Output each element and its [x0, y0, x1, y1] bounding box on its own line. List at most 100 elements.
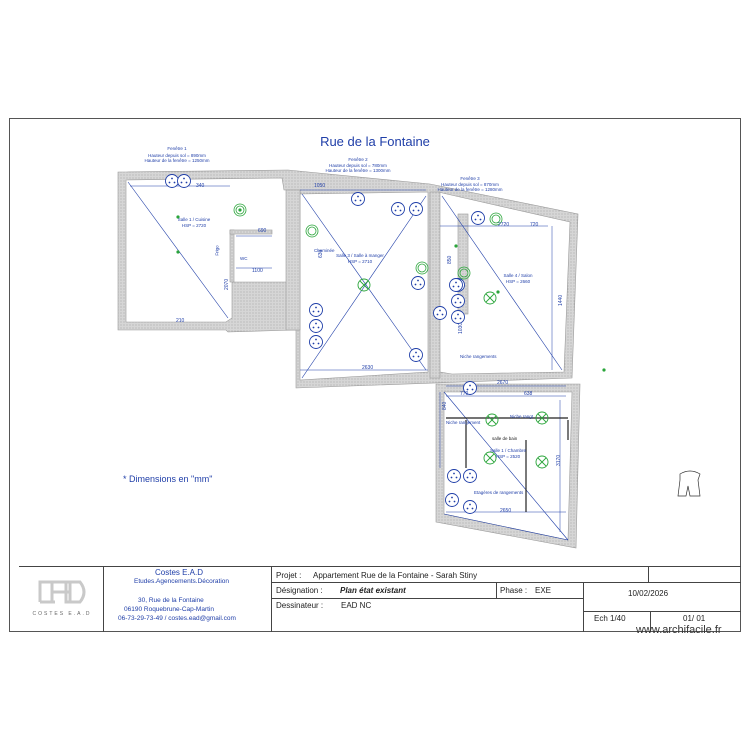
partition-wc: [229, 229, 235, 283]
light-fixture-icon: [535, 411, 549, 425]
room-cuisine-name: Salle 1 / Cuisine: [177, 217, 211, 222]
page-number: 01/ 01: [683, 614, 706, 623]
dim-850: 850: [447, 255, 453, 264]
window-2-title: Fenêtre 2: [348, 157, 368, 162]
small-green-point: [238, 208, 242, 212]
window-3-title: Fenêtre 3: [460, 176, 480, 181]
window-2-height: Hauteur depuis sol = 780mm: [329, 163, 387, 168]
dim-2720: 2720: [498, 222, 510, 228]
green-fixtures: [176, 203, 606, 469]
dim-1100: 1100: [252, 268, 263, 274]
outlet-icon: [463, 500, 477, 514]
small-green-point: [176, 215, 180, 219]
outlet-icon: [433, 306, 447, 320]
company-logo: COSTES E.A.D: [32, 580, 91, 617]
dim-340: 340: [196, 183, 205, 189]
designation-value: Plan état existant: [340, 586, 406, 595]
outlet-icon: [177, 174, 191, 188]
drafter-value: EAD NC: [341, 601, 372, 610]
outlet-icon: [411, 276, 425, 290]
outlet-icon: [463, 469, 477, 483]
light-fixture-icon: [357, 278, 371, 292]
partition-kitchen: [285, 189, 301, 331]
tb-divider-1: [103, 566, 104, 632]
dim-2630: 2630: [362, 365, 374, 371]
niche-rangements-label: Niche rangements: [460, 354, 497, 359]
dim-630: 630: [318, 249, 324, 258]
outlet-icon: [449, 278, 463, 292]
dim-840: 840: [442, 401, 448, 410]
room-sdb-label: salle de bain: [492, 436, 518, 441]
window-3-size: Hauteur de la fenêtre = 1280mm: [437, 187, 503, 192]
tb-divider-3: [496, 582, 497, 598]
dim-2670: 2670: [497, 380, 509, 386]
niche-rangt-label: Niche rangt: [510, 414, 534, 419]
tb-top-line: [19, 566, 741, 567]
scale: Ech 1/40: [594, 614, 626, 623]
tb-divider-2: [271, 566, 272, 632]
outlet-icon: [309, 335, 323, 349]
window-3-height: Hauteur depuis sol = 870mm: [441, 182, 499, 187]
dim-720: 720: [530, 222, 539, 228]
drafter-label: Dessinateur :: [276, 601, 324, 610]
etageres-label: Etagères de rangements: [474, 490, 524, 495]
outlet-icon: [391, 202, 405, 216]
window-1-size: Hauteur de la fenêtre = 1250mm: [144, 158, 210, 163]
company-name: Costes E.A.D: [155, 568, 204, 577]
tb-divider-5: [648, 566, 649, 582]
outlet-icon: [471, 211, 485, 225]
partition-wc-top: [229, 229, 273, 235]
project-label: Projet :: [276, 571, 302, 580]
light-fixture-icon: [483, 291, 497, 305]
room-salon-hsp: HSP = 2660: [505, 279, 531, 284]
outlet-icon: [451, 294, 465, 308]
outlet-icon: [409, 348, 423, 362]
outlet-icon: [445, 493, 459, 507]
outlet-icon: [309, 303, 323, 317]
dim-770: 770: [460, 391, 469, 397]
company-address-1: 30, Rue de la Fontaine: [138, 597, 204, 604]
phase-value: EXE: [535, 586, 552, 595]
light-fixture-icon: [485, 413, 499, 427]
ring-fixture-icon: [233, 203, 247, 217]
room-wc-label: WC: [240, 256, 248, 261]
dim-1030: 1030: [458, 322, 464, 334]
bathroom-walls: [446, 417, 569, 512]
ring-fixture-icon: [489, 212, 503, 226]
logo-text: COSTES E.A.D: [32, 611, 91, 617]
side-chair-icon: [677, 470, 701, 497]
ring-fixture-icon: [415, 261, 429, 275]
light-fixture-icon: [483, 451, 497, 465]
tb-divider-6: [650, 611, 651, 632]
outlet-icon: [447, 469, 461, 483]
company-address-2: 06190 Roquebrune-Cap-Martin: [124, 606, 214, 613]
room-salle-manger-hsp: HSP = 2710: [347, 259, 373, 264]
outlet-icon: [463, 381, 477, 395]
room-salon-name: Salle 4 / Salon: [503, 273, 533, 278]
window-2-size: Hauteur de la fenêtre = 1300mm: [325, 168, 391, 173]
date: 10/02/2026: [628, 589, 669, 598]
cheminee-label: Cheminée: [314, 248, 335, 253]
drawing-sheet-border: [9, 118, 741, 632]
window-1-height: Hauteur depuis sol = 890mm: [148, 153, 206, 158]
dim-690: 690: [258, 228, 267, 234]
dim-3170: 3170: [556, 454, 562, 466]
tb-row-1: [271, 582, 741, 583]
company-contact: 06-73-29-73-49 / costes.ead@gmail.com: [118, 615, 236, 622]
dimensions-note: * Dimensions en "mm": [123, 474, 213, 484]
designation-label: Désignation :: [276, 586, 323, 595]
niche-rangement-label: Niche rangement: [446, 420, 481, 425]
light-fixture-icon: [535, 455, 549, 469]
walls: [117, 169, 581, 549]
window-1-title: Fenêtre 1: [167, 146, 187, 151]
plan-title: Rue de la Fontaine: [320, 134, 430, 149]
electrical-outlets: [165, 174, 485, 514]
frigo-label: Frigo: [214, 245, 220, 256]
dim-1050: 1050: [314, 183, 326, 189]
dim-638: 638: [524, 391, 533, 397]
ring-fixture-icon: [305, 224, 319, 238]
outlet-icon: [409, 202, 423, 216]
dim-2070: 2070: [224, 278, 230, 290]
tb-row-3: [583, 611, 741, 612]
